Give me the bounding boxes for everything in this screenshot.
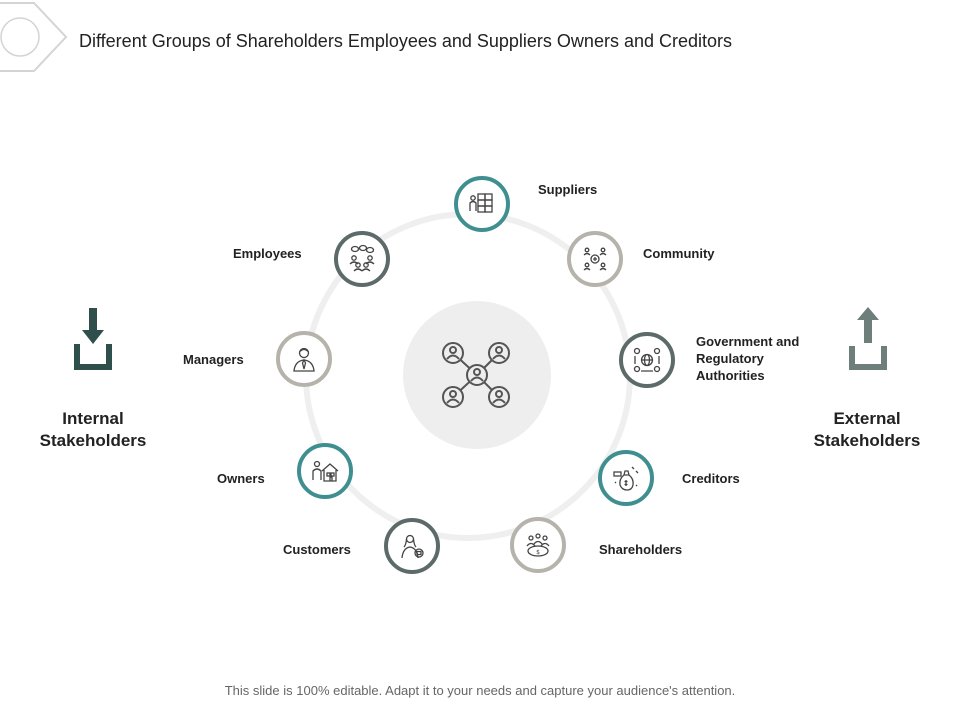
corner-decoration <box>0 1 68 72</box>
node-government <box>619 332 675 388</box>
node-suppliers <box>454 176 510 232</box>
manager-icon <box>293 347 315 372</box>
svg-text:$: $ <box>536 549 540 556</box>
money-bag-icon <box>613 466 639 491</box>
community-icon <box>583 247 607 271</box>
node-customers <box>384 518 440 574</box>
label-owners: Owners <box>217 471 265 486</box>
label-community: Community <box>643 246 715 261</box>
footer-note: This slide is 100% editable. Adapt it to… <box>224 683 736 698</box>
node-managers <box>276 331 332 387</box>
label-employees: Employees <box>233 246 302 261</box>
node-creditors <box>598 450 654 506</box>
internal-stakeholders-label: Internal Stakeholders <box>39 409 147 450</box>
node-employees <box>334 231 390 287</box>
customer-icon <box>401 534 424 559</box>
employees-chat-icon <box>349 244 375 272</box>
shareholders-table-icon: $ <box>526 533 550 557</box>
network-people-icon <box>442 342 510 408</box>
label-government: Government and Regulatory Authorities <box>696 334 800 383</box>
label-customers: Customers <box>283 542 351 557</box>
upload-arrow-icon <box>849 307 887 370</box>
label-creditors: Creditors <box>682 471 740 486</box>
page-title: Different Groups of Shareholders Employe… <box>79 31 733 51</box>
owner-house-icon <box>312 460 339 482</box>
label-suppliers: Suppliers <box>538 182 598 197</box>
label-shareholders: Shareholders <box>599 542 683 557</box>
globe-network-icon <box>633 347 661 373</box>
external-stakeholders-label: External Stakeholders <box>813 409 921 450</box>
download-arrow-icon <box>74 308 112 370</box>
node-community <box>567 231 623 287</box>
label-managers: Managers <box>183 352 244 367</box>
node-shareholders: $ <box>510 517 566 573</box>
supplier-boxes-icon <box>469 193 493 213</box>
node-owners <box>297 443 353 499</box>
